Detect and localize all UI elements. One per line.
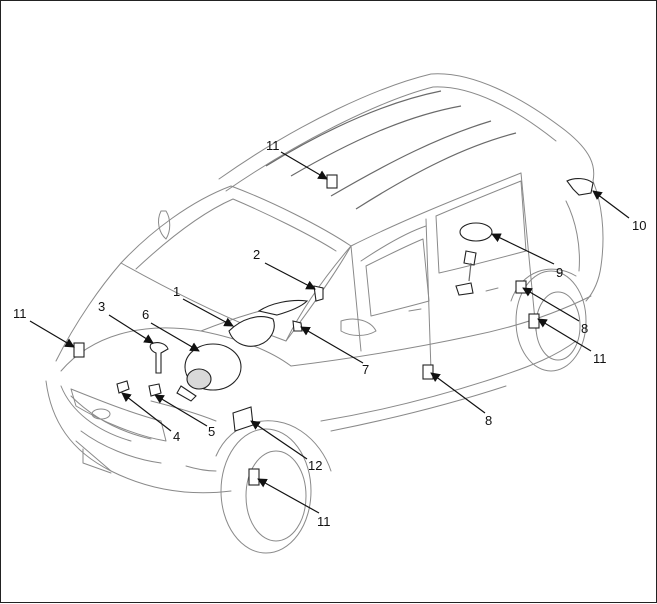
sensor-2-shape — [313, 285, 324, 302]
components — [73, 174, 594, 486]
callout-label-curtain-airbag-end: 10 — [632, 218, 646, 233]
leader-line-rear-right-sensor — [537, 318, 592, 352]
driver-airbag-center — [186, 368, 212, 390]
leader-line-passenger-airbag — [182, 298, 234, 327]
callout-label-side-sensor-front: 4 — [173, 429, 180, 444]
control-module-shape — [232, 406, 254, 432]
callout-label-seat-belt-pretensioner: 9 — [556, 265, 563, 280]
seat-belt-pretensioner-shape — [459, 222, 493, 242]
leader-line-front-left-sensor — [29, 320, 75, 348]
seat-belt-upper — [463, 250, 477, 266]
steering-column — [176, 385, 197, 402]
callout-label-control-module: 12 — [308, 458, 322, 473]
leader-line-side-sensor — [522, 287, 580, 322]
rear-right-sensor-shape — [528, 313, 540, 329]
callout-label-front-left-sensor: 11 — [13, 306, 27, 321]
leader-line-side-sensor-front — [121, 392, 172, 432]
callout-label-clock-spring: 3 — [98, 299, 105, 314]
callout-label-passenger-airbag: 1 — [173, 284, 180, 299]
leader-line-roof-sensor — [280, 151, 328, 180]
roof-sensor-shape — [326, 174, 338, 189]
callout-label-front-wheel-sensor: 11 — [317, 514, 331, 529]
callout-label-rear-right-sensor: 11 — [593, 351, 607, 366]
callout-label-side-sensor: 8 — [581, 321, 588, 336]
knee-airbag-shape — [257, 299, 309, 316]
curtain-airbag-end-shape — [566, 178, 594, 196]
callout-label-knee-sensor: 7 — [362, 362, 369, 377]
leader-line-clock-spring — [108, 314, 154, 344]
clock-spring-shape — [149, 342, 169, 374]
leader-line-sensor — [264, 262, 316, 290]
leader-line-seat-belt-pretensioner — [491, 233, 555, 265]
leader-line-sensor-front — [154, 394, 208, 427]
knee-sensor-shape — [292, 320, 303, 332]
vehicle-outline — [45, 73, 604, 554]
leader-line-knee-sensor — [300, 326, 364, 364]
callout-label-driver-airbag: 6 — [142, 307, 149, 322]
front-left-sensor-shape — [73, 342, 85, 358]
side-sensor-rear-shape — [515, 280, 527, 294]
front-sensor-4-shape — [116, 380, 130, 394]
leader-line-curtain-airbag-end — [592, 190, 630, 219]
seat-belt-lower — [455, 282, 474, 296]
front-wheel-sensor-shape — [248, 468, 260, 486]
leader-line-side-sensor-rear — [430, 372, 486, 414]
passenger-airbag-shape — [228, 316, 275, 347]
callout-label-side-sensor-rear: 8 — [485, 413, 492, 428]
leader-line-control-module — [250, 420, 308, 460]
leader-line-front-wheel-sensor — [257, 478, 320, 514]
leader-line-driver-airbag — [150, 322, 200, 352]
side-sensor-shape — [422, 364, 434, 380]
callout-label-sensor: 2 — [253, 247, 260, 262]
front-sensor-5-shape — [148, 383, 162, 397]
callout-label-roof-sensor: 11 — [266, 138, 280, 153]
callout-label-sensor-front: 5 — [208, 424, 215, 439]
